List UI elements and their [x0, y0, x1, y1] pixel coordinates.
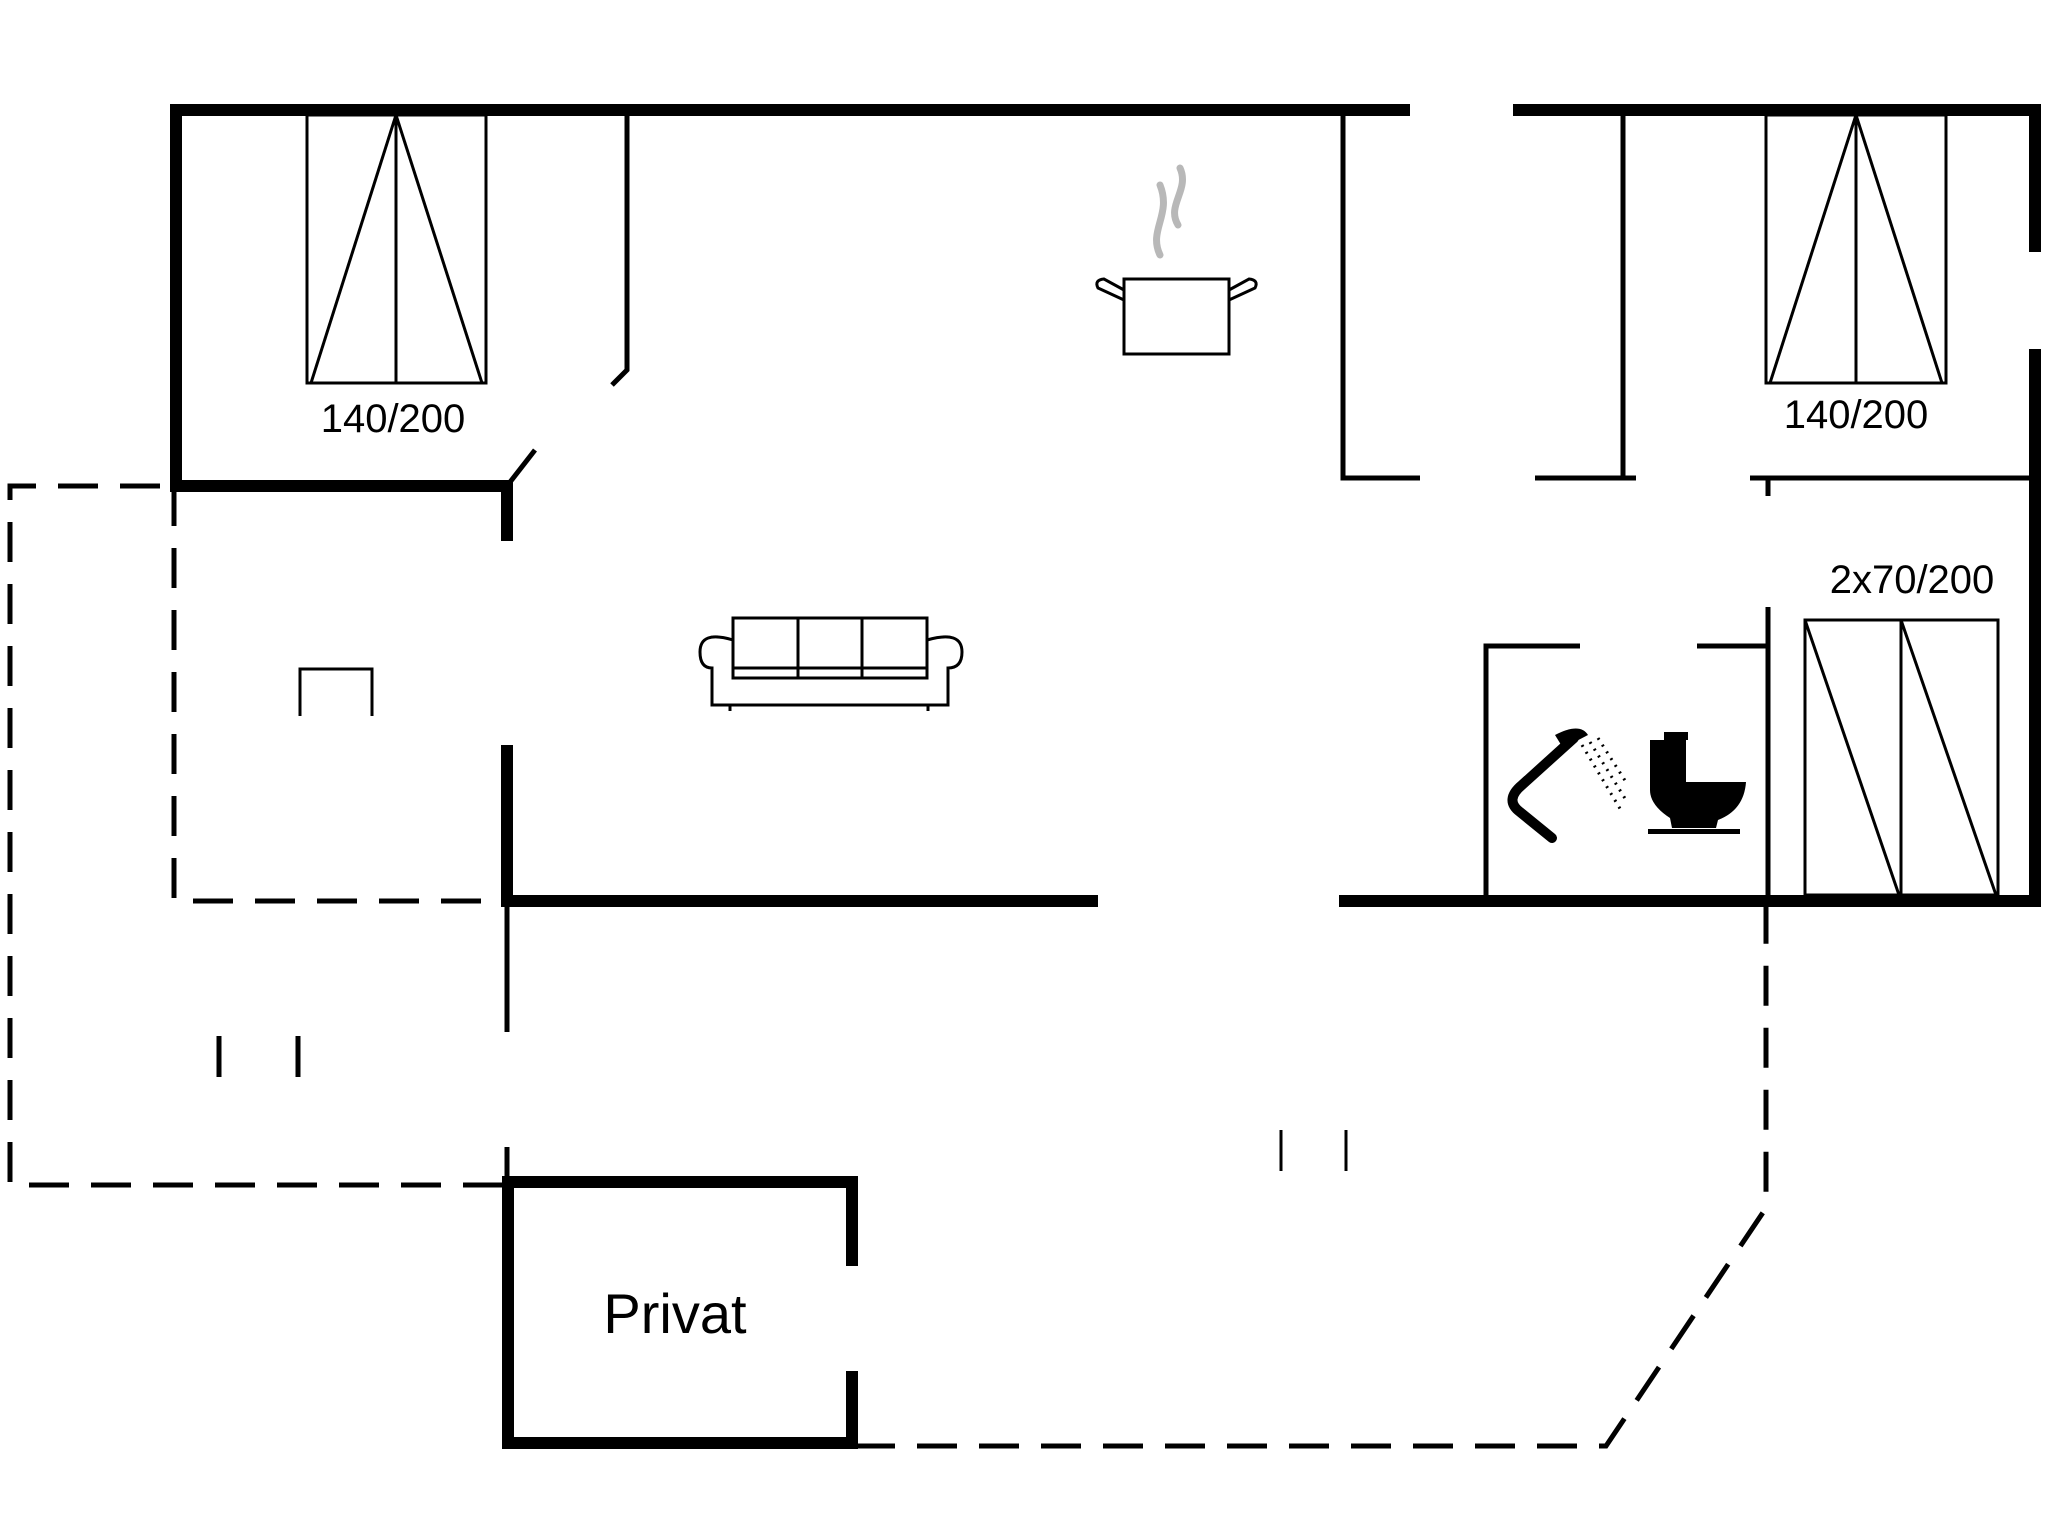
living-room [501, 616, 2041, 1182]
toilet-icon [1648, 732, 1746, 834]
room-label: Privat [603, 1282, 747, 1345]
terrace-outline [7, 483, 1769, 1449]
bunk-bed-icon [1803, 618, 2000, 897]
sofa-icon [698, 616, 964, 711]
left-bedroom: 140/200 [170, 110, 630, 541]
exterior-walls [170, 104, 2041, 907]
bunk-room: 2x70/200 [1750, 475, 2035, 901]
shower-icon [1507, 728, 1628, 843]
bed-size-label: 2x70/200 [1830, 558, 1995, 602]
bed-size-label: 140/200 [1784, 393, 1929, 437]
kitchen [1095, 110, 1420, 481]
right-bedroom: 140/200 [1535, 110, 1948, 481]
double-bed-icon [1764, 113, 1948, 385]
chair-icon [298, 667, 374, 716]
cooking-pot-icon [1095, 164, 1258, 356]
private-room: Privat [502, 1176, 858, 1449]
bed-size-label: 140/200 [321, 397, 466, 441]
double-bed-icon [305, 113, 488, 385]
bathroom [1483, 643, 1768, 901]
